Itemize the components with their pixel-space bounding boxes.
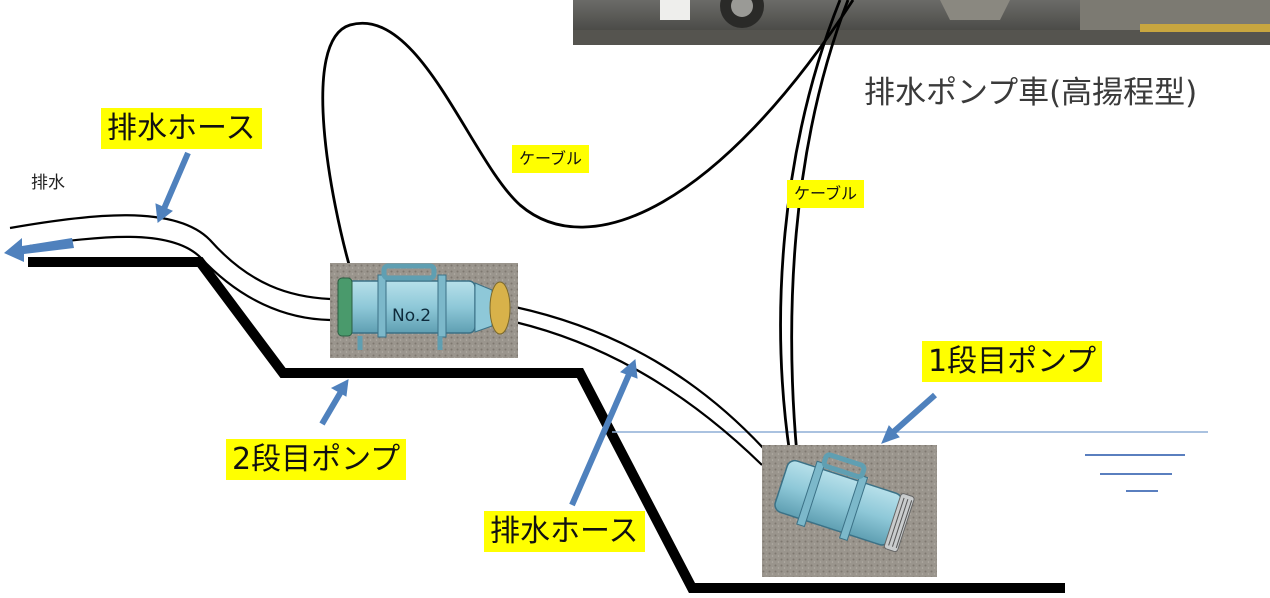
hose-label-top: 排水ホース <box>101 108 262 149</box>
discharge-hose <box>9 214 766 466</box>
water-surface <box>612 431 1208 492</box>
pump-number-plate: No.2 <box>392 306 431 326</box>
arrow-hose-top <box>160 151 191 213</box>
truck-caption: 排水ポンプ車(高揚程型) <box>864 75 1198 111</box>
discharge-label: 排水 <box>31 173 65 193</box>
stage2-pump-label: 2段目ポンプ <box>226 439 407 480</box>
pointer-arrows <box>4 151 937 507</box>
cable-label-left: ケーブル <box>512 145 590 173</box>
arrow-stage2 <box>319 388 345 426</box>
discharge-arrow-icon <box>4 238 74 262</box>
stage2-pump-photo: No.2 <box>330 263 518 358</box>
arrow-hose-bottom <box>569 370 633 507</box>
ground-steps <box>28 257 1065 593</box>
truck-photo <box>573 0 1270 45</box>
arrow-stage1 <box>888 392 937 438</box>
hose-label-bottom: 排水ホース <box>484 511 645 552</box>
stage1-pump-photo <box>762 445 937 577</box>
cable-label-right: ケーブル <box>787 180 865 208</box>
stage1-pump-label: 1段目ポンプ <box>922 341 1103 382</box>
cables <box>321 0 855 456</box>
